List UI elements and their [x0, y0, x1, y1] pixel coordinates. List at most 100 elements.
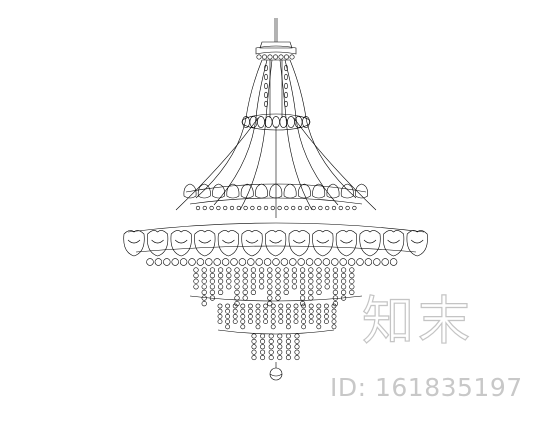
tier1-bead — [223, 205, 228, 211]
tier1-petal — [355, 183, 369, 199]
crystal-bead — [251, 355, 257, 361]
crystal-bead — [240, 324, 246, 330]
crystal-bead — [301, 319, 306, 324]
crystal-bead — [331, 303, 337, 309]
crystal-bead — [308, 303, 314, 309]
crystal-bead — [332, 295, 339, 301]
tier2-bead — [314, 258, 322, 266]
crystal-bead — [285, 355, 291, 361]
crown-bead — [278, 54, 284, 60]
crystal-bead — [250, 278, 256, 284]
crystal-bead — [270, 324, 276, 330]
crystal-bead — [268, 355, 274, 361]
tier2-bead — [238, 258, 247, 266]
tier2-bead — [389, 258, 398, 266]
crystal-bead — [255, 324, 261, 330]
arm-link — [264, 100, 268, 108]
tier2-cup — [123, 230, 145, 257]
crystal-bead — [255, 319, 261, 324]
crystal-bead — [316, 324, 322, 330]
crystal-bead — [277, 344, 283, 350]
crystal-bead — [308, 278, 314, 284]
crystal-bead — [260, 338, 266, 344]
arm-link — [284, 91, 288, 99]
crystal-bead — [226, 273, 232, 279]
crystal-bead — [267, 301, 273, 307]
crystal-bead — [294, 355, 300, 361]
crown-cap — [255, 41, 297, 61]
crystal-bead — [301, 324, 306, 330]
tier2-bead — [280, 258, 289, 266]
crystal-bead — [275, 273, 281, 279]
tier1-bead — [277, 205, 282, 211]
crystal-bead — [225, 324, 230, 330]
frame-arms — [175, 59, 377, 218]
frame-arm — [175, 117, 259, 211]
crystal-bead — [275, 267, 281, 273]
tier1-bead — [345, 205, 350, 211]
tier1-bead — [325, 205, 330, 211]
tier1-bead — [270, 205, 275, 211]
crystal-bead — [240, 308, 246, 314]
upper-tier — [183, 183, 369, 211]
tier2-cup — [147, 230, 169, 257]
crystal-bead — [232, 308, 238, 314]
tier2-bead — [297, 258, 305, 266]
drop-rim-2 — [217, 329, 335, 335]
crystal-bead — [331, 308, 337, 314]
crystal-bead — [255, 313, 261, 319]
crystal-bead — [278, 308, 284, 314]
crystal-bead — [250, 289, 256, 296]
crystal-bead — [218, 284, 224, 290]
crystal-bead — [283, 289, 289, 296]
crystal-bead — [267, 267, 273, 273]
tier1-petal — [226, 183, 240, 199]
tier2-cup-detail — [127, 239, 141, 244]
tier2-rim-bottom — [135, 245, 417, 253]
crystal-bead — [291, 284, 298, 290]
crystal-bead — [232, 319, 238, 324]
tier2-cup-detail — [269, 239, 282, 244]
crystal-bead — [277, 349, 283, 355]
tier2-bead — [205, 258, 213, 266]
crystal-bead — [234, 273, 240, 279]
crystal-bead — [263, 319, 268, 324]
frame-arm — [213, 59, 268, 206]
crystal-bead — [268, 344, 274, 350]
crystal-bead — [285, 313, 291, 319]
arm-link — [264, 82, 268, 90]
bead-ring — [241, 113, 311, 131]
crystal-bead — [277, 355, 283, 361]
tier1-bead — [202, 205, 207, 211]
tier2-bead — [373, 258, 381, 266]
tier1-petal — [240, 183, 254, 199]
watermark-logo: 知末 — [361, 292, 475, 352]
crystal-bead — [349, 267, 355, 273]
crystal-bead — [316, 319, 322, 324]
tier2-cup-detail — [292, 239, 306, 244]
crystal-bead — [242, 295, 248, 301]
crystal-bead — [308, 313, 314, 319]
crystal-bead — [251, 333, 257, 339]
tier2-bead — [179, 258, 188, 266]
crystal-bead — [193, 278, 199, 284]
tier1-bead — [284, 205, 289, 211]
crystal-bead — [250, 267, 256, 273]
tier2-cup-detail — [222, 239, 235, 244]
crystal-bead — [300, 295, 306, 301]
crystal-bead — [285, 303, 291, 309]
crystal-bead — [324, 278, 330, 284]
crystal-bead — [308, 273, 314, 279]
crystal-bead — [300, 284, 306, 290]
tier2-cup-detail — [410, 239, 424, 244]
bottom-finial — [269, 362, 283, 381]
tier1-petal — [340, 183, 354, 199]
crystal-bead — [308, 284, 314, 290]
crystal-bead — [323, 319, 329, 324]
crown-bead — [261, 54, 267, 60]
crystal-bead — [267, 289, 273, 296]
crystal-bead — [294, 344, 300, 350]
tier2-bead — [247, 258, 255, 266]
crystal-bead — [293, 303, 299, 309]
crystal-bead — [267, 278, 273, 284]
